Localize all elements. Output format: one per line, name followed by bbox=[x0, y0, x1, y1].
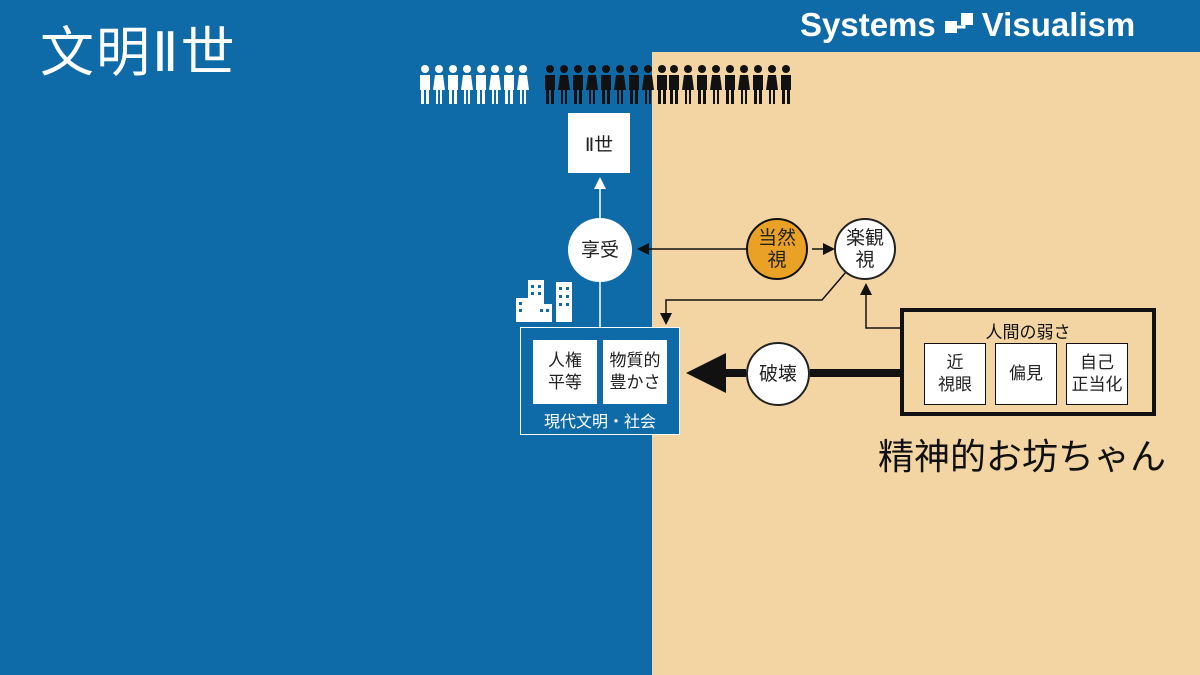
person-icon bbox=[710, 65, 722, 104]
material-wealth-box: 物質的 豊かさ bbox=[603, 340, 667, 404]
short-sighted-line2: 視眼 bbox=[938, 375, 972, 395]
person-icon bbox=[753, 65, 763, 104]
human-rights-line2: 平等 bbox=[548, 373, 582, 393]
person-icon bbox=[461, 65, 473, 104]
take-for-granted-line2: 視 bbox=[767, 249, 787, 271]
person-icon bbox=[766, 65, 778, 104]
material-wealth-line1: 物質的 bbox=[609, 351, 661, 371]
gen2-label: Ⅱ世 bbox=[584, 133, 614, 156]
take-for-granted-line1: 当然 bbox=[757, 227, 796, 249]
self-justification-line2: 正当化 bbox=[1071, 375, 1123, 395]
modern-society-label: 現代文明・社会 bbox=[543, 412, 656, 431]
brand-logo: Systems Visualism bbox=[800, 6, 1135, 44]
person-icon bbox=[725, 65, 735, 104]
optimism-line1: 楽観 bbox=[845, 227, 884, 249]
modern-society-box: 人権 平等 物質的 豊かさ 現代文明・社会 bbox=[520, 327, 680, 435]
destroy-label: 破壊 bbox=[758, 363, 797, 385]
arrow-optimism-to-society bbox=[660, 271, 847, 325]
human-rights-line1: 人権 bbox=[548, 351, 582, 371]
person-icon bbox=[517, 65, 529, 104]
prejudice-box: 偏見 bbox=[995, 343, 1057, 405]
person-icon bbox=[669, 65, 679, 104]
person-icon bbox=[558, 65, 570, 104]
person-icon bbox=[738, 65, 750, 104]
short-sighted-box: 近 視眼 bbox=[924, 343, 986, 405]
background-right-panel bbox=[652, 0, 1200, 675]
person-icon bbox=[433, 65, 445, 104]
optimism-node: 楽観 視 bbox=[834, 218, 896, 280]
prejudice-label: 偏見 bbox=[1009, 364, 1043, 384]
brand-name-right: Visualism bbox=[981, 6, 1136, 43]
gen2-box: Ⅱ世 bbox=[568, 113, 630, 173]
person-icon bbox=[545, 65, 555, 104]
person-icon bbox=[682, 65, 694, 104]
person-icon bbox=[697, 65, 707, 104]
person-icon bbox=[573, 65, 583, 104]
human-rights-equality-box: 人権 平等 bbox=[533, 340, 597, 404]
person-icon bbox=[476, 65, 486, 104]
background-top-strip bbox=[652, 0, 1200, 52]
person-icon bbox=[420, 65, 430, 104]
enjoy-label: 享受 bbox=[580, 239, 619, 261]
human-weakness-box: 人間の弱さ 近 視眼 偏見 自己 正当化 bbox=[900, 308, 1156, 416]
person-icon bbox=[781, 65, 791, 104]
optimism-line2: 視 bbox=[855, 249, 875, 271]
human-weakness-title: 人間の弱さ bbox=[985, 323, 1071, 343]
page-title: 文明Ⅱ世 bbox=[40, 21, 237, 84]
self-justification-box: 自己 正当化 bbox=[1066, 343, 1128, 405]
person-icon bbox=[614, 65, 626, 104]
short-sighted-line1: 近 bbox=[946, 353, 964, 373]
self-justification-line1: 自己 bbox=[1080, 353, 1114, 373]
person-icon bbox=[642, 65, 654, 104]
brand-name-left: Systems bbox=[800, 6, 936, 43]
person-icon bbox=[448, 65, 458, 104]
person-icon bbox=[601, 65, 611, 104]
person-icon bbox=[657, 65, 667, 104]
destroy-node: 破壊 bbox=[746, 342, 810, 406]
enjoy-node: 享受 bbox=[568, 218, 632, 282]
person-icon bbox=[504, 65, 514, 104]
material-wealth-line2: 豊かさ bbox=[609, 373, 661, 393]
arrow-weakness-to-optimism bbox=[860, 283, 900, 329]
systems-visualism-icon bbox=[944, 13, 973, 33]
person-icon bbox=[586, 65, 598, 104]
person-icon bbox=[489, 65, 501, 104]
person-icon bbox=[629, 65, 639, 104]
spoiled-child-caption: 精神的お坊ちゃん bbox=[878, 437, 1167, 478]
take-for-granted-node: 当然 視 bbox=[746, 218, 808, 280]
